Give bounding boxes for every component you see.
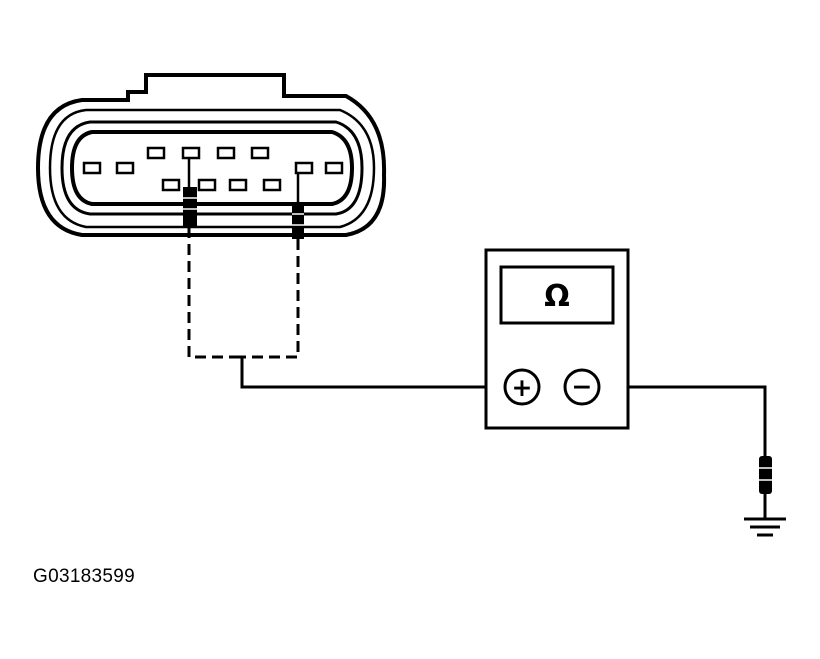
negative-symbol: −: [572, 372, 593, 401]
terminal-pin: [324, 161, 344, 175]
terminal-pin: [228, 178, 248, 192]
test-probe-icon: [183, 187, 197, 227]
connector-inner-face: [60, 120, 364, 216]
positive-terminal[interactable]: [503, 368, 541, 406]
connector-shell-line: [48, 108, 376, 229]
test-probe-icon: [759, 456, 772, 494]
meter-display: [499, 265, 615, 325]
terminal-pin: [82, 161, 102, 175]
negative-terminal[interactable]: [563, 368, 601, 406]
terminal-pin: [115, 161, 135, 175]
figure-reference-code: G03183599: [33, 566, 136, 587]
terminal-pin: [181, 146, 201, 160]
terminal-pin: [250, 146, 270, 160]
positive-symbol: +: [512, 373, 533, 402]
ohmmeter-icon: Ω + −: [484, 248, 630, 430]
test-probe-icon: [292, 203, 304, 239]
lead-to-positive-terminal: [240, 357, 487, 389]
jumper-lead-right: [240, 239, 300, 359]
terminal-pin: [262, 178, 282, 192]
terminal-pin: [294, 161, 314, 175]
ohm-symbol: Ω: [544, 279, 570, 314]
jumper-lead-left: [187, 227, 240, 359]
lead-to-ground: [628, 385, 767, 458]
terminal-pin: [161, 178, 181, 192]
terminal-pin: [197, 178, 217, 192]
connector-outer-housing: [35, 73, 387, 237]
ground-symbol-icon: [744, 494, 786, 537]
terminal-pin: [146, 146, 166, 160]
terminal-pin: [216, 146, 236, 160]
connector-inner-rim: [69, 130, 355, 206]
harness-connector-icon: [35, 73, 387, 237]
